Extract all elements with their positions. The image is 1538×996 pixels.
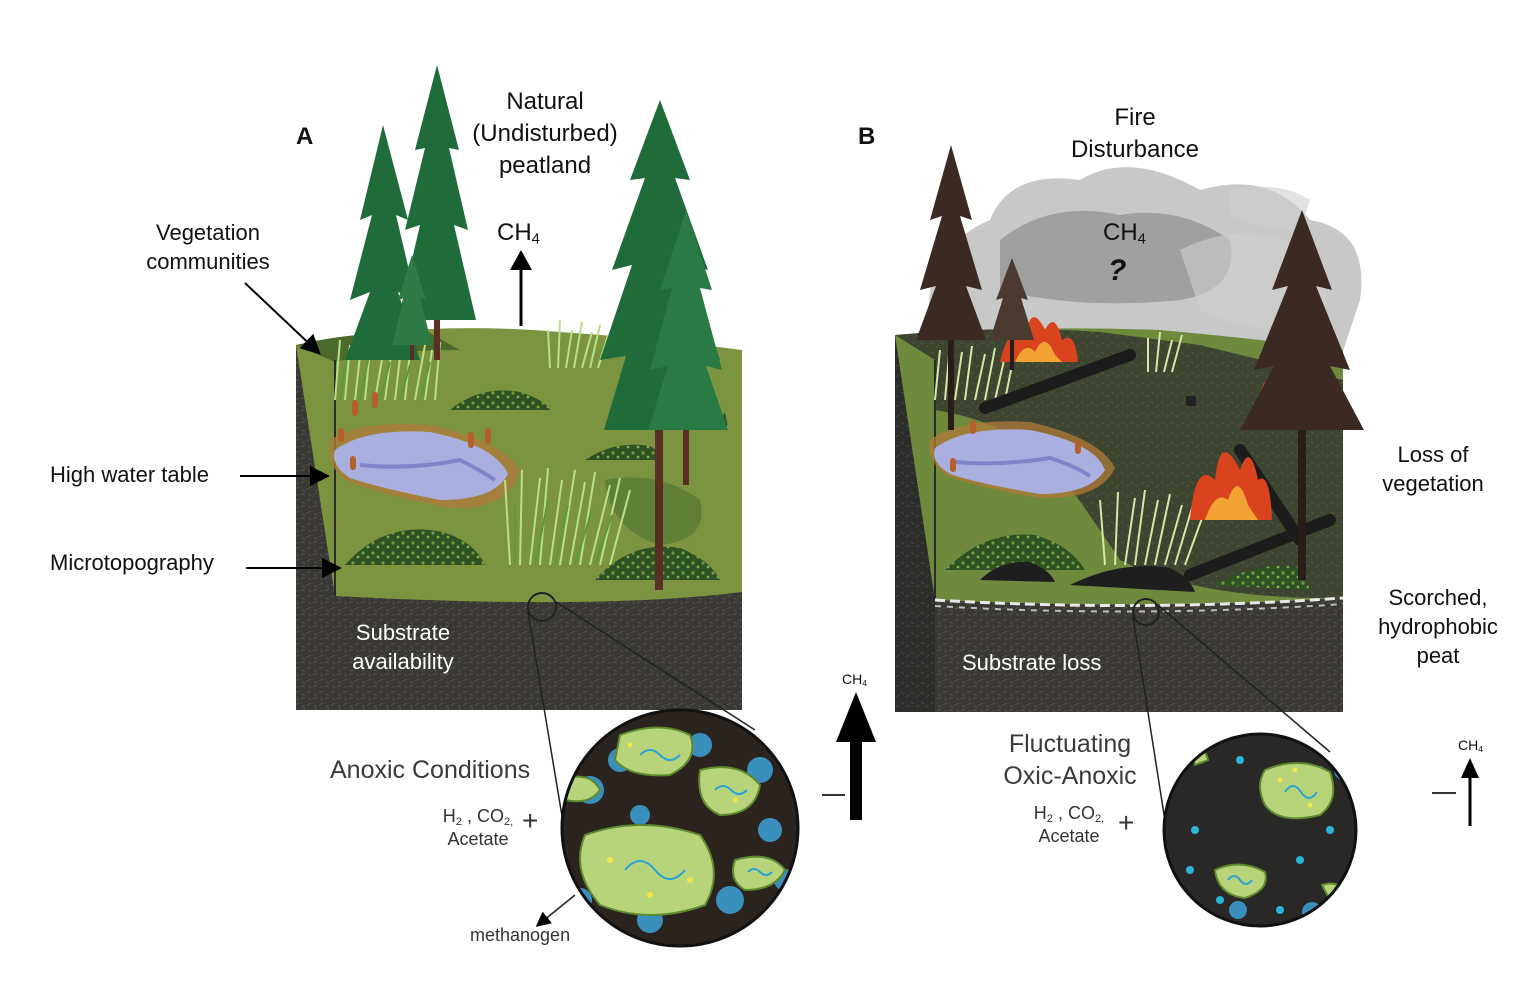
microtopography-label: Microtopography [50, 550, 214, 575]
panel-a-letter: A [296, 123, 314, 150]
ch4-text: CH [1458, 737, 1479, 753]
high-water-table-label: High water table [50, 462, 209, 487]
panel-a-tree [345, 125, 420, 360]
panel-b-hummock [945, 534, 1085, 570]
panel-b-scorched-layer [934, 596, 1344, 608]
h2-text: H [1033, 803, 1047, 823]
ch4-subscript: 4 [1478, 744, 1484, 755]
panel-b-zoom-origin [1132, 598, 1160, 626]
h2-text: H [442, 806, 456, 826]
panel-a-hummock [585, 444, 662, 460]
vegetation-pointer-arrow [244, 282, 321, 355]
vegetation-label-line: Vegetation [156, 220, 260, 245]
methanogen-cell [562, 726, 787, 916]
scorched-peat-label: Scorched, hydrophobic peat [1368, 583, 1508, 670]
panel-a-block [296, 65, 742, 710]
panel-a-tree [392, 255, 432, 360]
methanogen-pointer-arrow [535, 894, 576, 927]
veg-loss-label-line: vegetation [1382, 471, 1484, 496]
panel-a-tree [648, 210, 728, 485]
panel-a-hummock [450, 390, 550, 410]
ch4-subscript: 4 [1137, 231, 1146, 248]
ch4-text: CH [842, 671, 863, 687]
panel-b-burnt-tree [990, 258, 1034, 370]
panel-a-ch4-label: CH4 [497, 218, 540, 247]
panel-b-title-line: Disturbance [1070, 136, 1200, 163]
substrate-availability-label: Substrate availability [338, 618, 468, 676]
co2-text: , CO [1052, 803, 1095, 823]
panel-a-tree [398, 65, 476, 360]
ch4-question-mark: ? [1108, 254, 1127, 287]
peat-label-line: hydrophobic [1378, 614, 1498, 639]
veg-loss-label-line: Loss of [1397, 442, 1469, 467]
acetate-text: Acetate [1038, 826, 1100, 846]
condition-label-line: Oxic-Anoxic [1003, 762, 1137, 790]
panel-a-soil-front [335, 590, 742, 710]
panel-a-title-line: Natural [506, 88, 584, 115]
co2-text: , CO [461, 806, 504, 826]
panel-b-burnt-tree [916, 145, 986, 430]
panel-a-hummock [345, 529, 485, 565]
panel-b-letter: B [858, 123, 876, 150]
fluctuating-oxic-anoxic-label: Fluctuating Oxic-Anoxic [990, 728, 1150, 792]
methanogen-label: methanogen [470, 925, 571, 945]
panel-b-substrates-label: H2 , CO2, Acetate [1030, 802, 1108, 848]
vegetation-label-line: communities [146, 249, 270, 274]
acetate-text: Acetate [447, 829, 509, 849]
panel-a-zoom-ch4-label: CH4 [842, 670, 867, 688]
anoxic-conditions-label: Anoxic Conditions [330, 756, 531, 784]
panel-a-title-line: peatland [498, 152, 592, 179]
panel-a-substrates-label: H2 , CO2, Acetate [440, 805, 516, 851]
panel-b-title: Fire Disturbance [1055, 102, 1215, 166]
panel-b-grass [934, 331, 1206, 566]
panel-b-title-line: Fire [1114, 104, 1156, 131]
condition-label-line: Fluctuating [1008, 730, 1132, 758]
substrate-loss-label: Substrate loss [962, 650, 1102, 675]
panel-b-microbe-circle [1162, 732, 1358, 928]
panel-a-microbe-circle [560, 708, 800, 948]
h2-subscript: 2 [455, 815, 462, 828]
panel-a-title-line: (Undisturbed) [472, 120, 618, 147]
panel-b-zoom-ch4-label: CH4 [1458, 736, 1483, 754]
peat-label-line: Scorched, [1388, 585, 1488, 610]
vegetation-communities-label: Vegetation communities [138, 218, 278, 276]
panel-a-ch4-flux-arrow [850, 735, 862, 820]
h2-subscript: 2 [1046, 812, 1053, 825]
ch4-text: CH [497, 219, 532, 246]
panel-a-title: Natural (Undisturbed) peatland [455, 86, 635, 182]
panel-a-plus-sign: + [522, 805, 539, 836]
co2-subscript: 2, [1094, 812, 1105, 825]
ch4-subscript: 4 [862, 678, 868, 689]
panel-a-zoom-origin [527, 592, 557, 622]
panel-b-ch4-label: CH4 [1103, 218, 1146, 247]
ch4-subscript: 4 [531, 231, 540, 248]
co2-subscript: 2, [503, 815, 514, 828]
panel-b-plus-sign: + [1118, 807, 1135, 838]
loss-of-vegetation-label: Loss of vegetation [1372, 440, 1494, 498]
ch4-text: CH [1103, 219, 1138, 246]
panel-b-burnt-tree [1240, 210, 1364, 580]
substrate-label-line: availability [352, 649, 454, 674]
substrate-label-line: Substrate [355, 620, 451, 645]
peat-label-line: peat [1416, 643, 1460, 668]
